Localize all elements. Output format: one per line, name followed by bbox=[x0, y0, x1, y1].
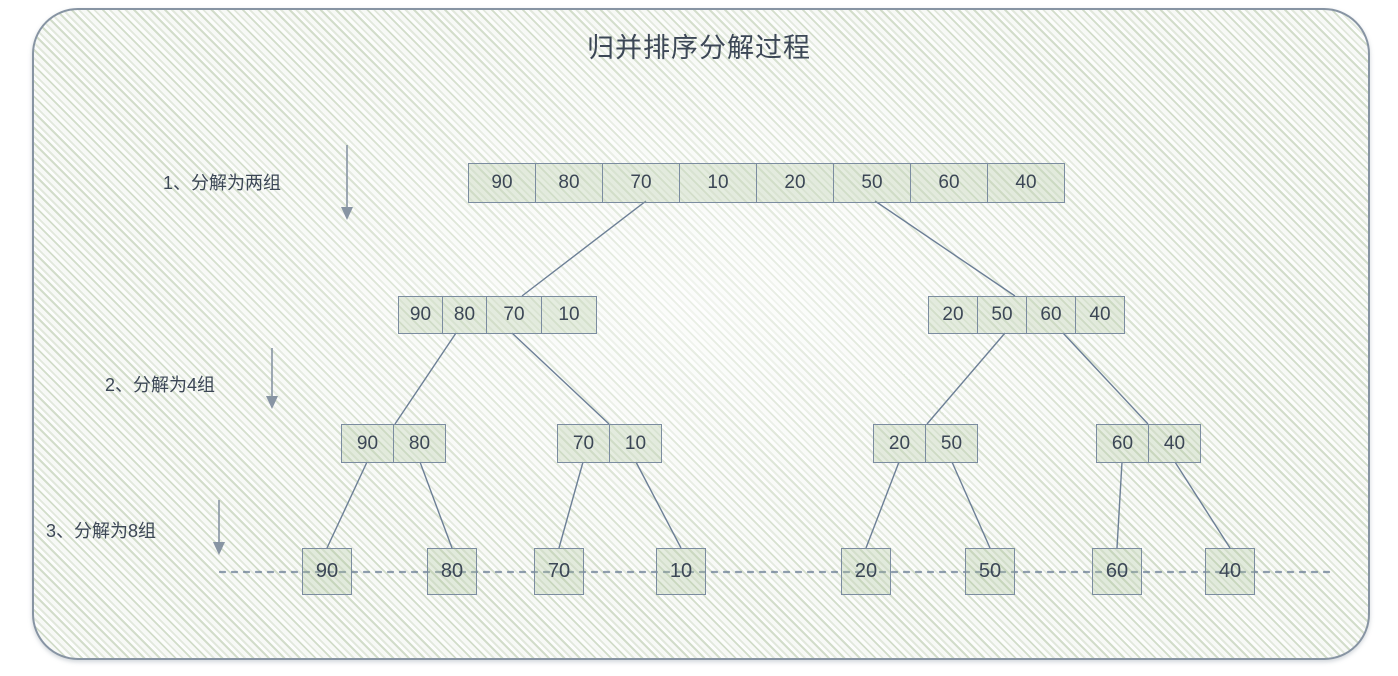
array-level3-group-1: 90 80 bbox=[341, 424, 446, 463]
array-level2-group-1: 90 80 70 10 bbox=[398, 296, 597, 334]
array-cell: 50 bbox=[925, 424, 978, 463]
array-cell: 60 bbox=[1096, 424, 1149, 463]
array-cell: 70 bbox=[486, 296, 542, 334]
leaf-node: 50 bbox=[965, 548, 1015, 595]
array-level3-group-3: 20 50 bbox=[873, 424, 978, 463]
array-cell: 70 bbox=[557, 424, 610, 463]
array-cell: 80 bbox=[535, 163, 603, 203]
array-level3-group-2: 70 10 bbox=[557, 424, 662, 463]
leaf-node: 80 bbox=[427, 548, 477, 595]
leaf-node: 10 bbox=[656, 548, 706, 595]
array-cell: 70 bbox=[602, 163, 680, 203]
step-label-3: 3、分解为8组 bbox=[46, 521, 157, 541]
leaf-node: 90 bbox=[302, 548, 352, 595]
page-title: 归并排序分解过程 bbox=[587, 33, 811, 63]
array-cell: 40 bbox=[1148, 424, 1201, 463]
array-cell: 10 bbox=[679, 163, 757, 203]
leaf-node: 40 bbox=[1205, 548, 1255, 595]
array-cell: 60 bbox=[910, 163, 988, 203]
leaf-node: 70 bbox=[534, 548, 584, 595]
step-label-1: 1、分解为两组 bbox=[163, 173, 282, 193]
array-cell: 50 bbox=[977, 296, 1027, 334]
array-cell: 90 bbox=[468, 163, 536, 203]
array-cell: 10 bbox=[609, 424, 662, 463]
array-level3-group-4: 60 40 bbox=[1096, 424, 1201, 463]
leaf-node: 60 bbox=[1092, 548, 1142, 595]
array-cell: 10 bbox=[541, 296, 597, 334]
array-cell: 50 bbox=[833, 163, 911, 203]
array-level2-group-2: 20 50 60 40 bbox=[928, 296, 1125, 334]
array-cell: 80 bbox=[393, 424, 446, 463]
array-cell: 80 bbox=[442, 296, 487, 334]
array-cell: 20 bbox=[873, 424, 926, 463]
array-cell: 20 bbox=[756, 163, 834, 203]
array-cell: 60 bbox=[1026, 296, 1076, 334]
array-cell: 40 bbox=[987, 163, 1065, 203]
array-cell: 20 bbox=[928, 296, 978, 334]
step-label-2: 2、分解为4组 bbox=[105, 375, 216, 395]
array-cell: 90 bbox=[398, 296, 443, 334]
array-level1-group-1: 90 80 70 10 20 50 60 40 bbox=[468, 163, 1065, 203]
leaf-node: 20 bbox=[841, 548, 891, 595]
array-cell: 40 bbox=[1075, 296, 1125, 334]
array-cell: 90 bbox=[341, 424, 394, 463]
